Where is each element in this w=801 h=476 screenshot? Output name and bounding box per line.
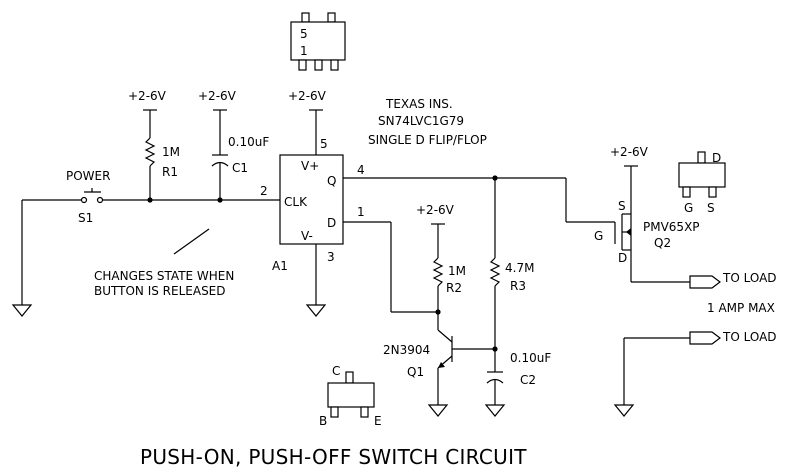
ic-pin-num-d: 1 [357, 205, 365, 219]
c1-value: 0.10uF [228, 135, 269, 149]
r1-value: 1M [162, 145, 180, 159]
output-load-2: TO LOAD [722, 330, 777, 344]
ic-maker: TEXAS INS. [385, 97, 453, 111]
circuit-title: PUSH-ON, PUSH-OFF SWITCH CIRCUIT [140, 445, 527, 469]
ic-pin-num-clk: 2 [260, 184, 268, 198]
c1-ref: C1 [232, 161, 248, 175]
c2-value: 0.10uF [510, 351, 551, 365]
q2-package-icon [678, 151, 726, 198]
d-input-net [343, 221, 441, 315]
mosfet-q2 [614, 166, 690, 283]
q2-pin-s: S [618, 199, 626, 213]
output-connector-1 [689, 275, 721, 289]
transistor-q1 [427, 329, 495, 417]
note-line-2: BUTTON IS RELEASED [94, 284, 226, 298]
ic-ref: A1 [272, 259, 288, 273]
output-connector-2 [613, 331, 721, 417]
ic-pin-num-vminus: 3 [327, 250, 335, 264]
q2-part: PMV65XP [643, 220, 700, 234]
q2-pin-d: D [618, 251, 627, 265]
q1-part: 2N3904 [383, 343, 430, 357]
ic-pin-clk: CLK [284, 195, 308, 209]
resistor-r3 [489, 178, 501, 352]
q2-ref: Q2 [654, 236, 671, 250]
capacitor-c2 [484, 349, 506, 417]
ic-package-pin-top: 5 [300, 27, 308, 41]
ic-pin-num-q: 4 [357, 163, 365, 177]
q1-pkg-c: C [332, 364, 340, 378]
q2-pkg-d: D [712, 151, 721, 165]
q1-pkg-b: B [319, 414, 327, 428]
supply-label-r1: +2-6V [128, 89, 167, 103]
switch-ref: S1 [78, 211, 93, 225]
ic-pin-d: D [327, 216, 336, 230]
r3-value: 4.7M [505, 261, 534, 275]
q1-ref: Q1 [407, 365, 424, 379]
ic-part-number: SN74LVC1G79 [378, 114, 464, 128]
ground-symbol-switch [11, 304, 33, 317]
q1-package-icon [327, 371, 375, 418]
ic-pin-num-vplus: 5 [320, 137, 328, 151]
q-output-net [343, 175, 615, 223]
resistor-r2 [432, 224, 444, 330]
r3-ref: R3 [510, 279, 526, 293]
ic-package-icon: 5 1 [290, 12, 346, 71]
q1-pkg-e: E [374, 414, 382, 428]
q2-pkg-s: S [707, 201, 715, 215]
r1-ref: R1 [162, 165, 178, 179]
supply-label-c1: +2-6V [198, 89, 237, 103]
ic-a1 [279, 110, 344, 317]
resistor-r1 [144, 110, 156, 203]
note-pointer [173, 228, 210, 255]
ic-package-pin-bottom: 1 [300, 44, 308, 58]
supply-label-ic: +2-6V [288, 89, 327, 103]
c2-ref: C2 [520, 373, 536, 387]
ic-pin-vminus: V- [301, 229, 313, 243]
q2-pin-g: G [594, 229, 603, 243]
capacitor-c1 [211, 110, 229, 203]
ic-description: SINGLE D FLIP/FLOP [368, 133, 487, 147]
switch-label: POWER [66, 169, 110, 183]
note-line-1: CHANGES STATE WHEN [94, 269, 234, 283]
supply-label-r2: +2-6V [416, 203, 455, 217]
supply-label-q2: +2-6V [610, 145, 649, 159]
ic-pin-q: Q [327, 174, 336, 188]
q2-pkg-g: G [684, 201, 693, 215]
output-max-current: 1 AMP MAX [707, 301, 775, 315]
output-load-1: TO LOAD [722, 271, 777, 285]
r2-ref: R2 [446, 281, 462, 295]
ic-pin-vplus: V+ [301, 159, 319, 173]
r2-value: 1M [448, 264, 466, 278]
switch-s1 [21, 188, 280, 305]
